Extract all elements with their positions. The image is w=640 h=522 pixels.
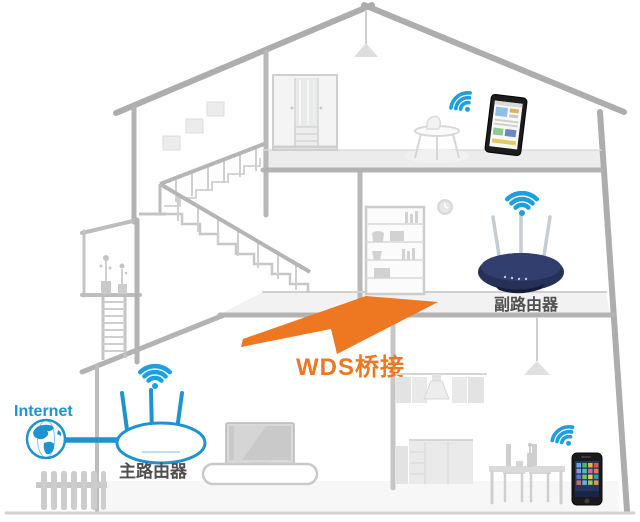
kitchen-cabinets — [395, 373, 487, 484]
balcony-roof — [80, 218, 139, 235]
ladder — [101, 297, 127, 360]
stair-balusters — [175, 147, 297, 290]
pendant-lamp-kitchen-icon — [524, 317, 550, 375]
balcony-plants — [99, 255, 128, 294]
ground-floor-surface — [97, 481, 620, 511]
main-router — [115, 388, 207, 465]
lightning-bolt-icon — [241, 296, 438, 354]
picture-frame — [206, 101, 225, 117]
picture-frames — [162, 101, 225, 151]
range-hood-icon — [423, 380, 450, 400]
roof-left-slope — [113, 2, 375, 116]
smartphone — [571, 452, 603, 506]
internet-globe-icon — [25, 418, 67, 460]
wall-clock-icon — [437, 199, 453, 215]
wardrobe — [272, 74, 338, 151]
bookshelf — [364, 205, 426, 296]
secondary-router-antennas — [491, 211, 552, 264]
fence — [36, 471, 107, 510]
wds-bridge-label: WDS桥接 — [296, 354, 405, 381]
lower-flight-steps — [164, 212, 310, 292]
tv-screen — [229, 426, 291, 460]
smartphone-wifi-icon — [550, 425, 575, 446]
upper-handrail — [159, 142, 265, 186]
secondary-router — [478, 211, 564, 294]
home-button — [584, 498, 590, 504]
picture-frame — [185, 118, 204, 134]
dining-table-top — [489, 466, 565, 472]
floor-tints — [97, 150, 620, 511]
picture-frame — [162, 135, 181, 151]
wardrobe-drawers — [294, 126, 319, 148]
dining-set — [489, 443, 565, 505]
table-cup — [516, 461, 523, 467]
right-wall — [597, 109, 630, 514]
tv-cabinet — [201, 462, 319, 486]
internet-label: Internet — [14, 403, 73, 420]
main-router-wifi-icon — [137, 363, 173, 389]
tablet-wifi-icon — [449, 91, 472, 112]
side-table-legs — [414, 133, 460, 160]
teapot — [426, 115, 441, 130]
tablet — [484, 93, 528, 157]
wardrobe-mirror — [295, 78, 318, 127]
shelf-items — [372, 211, 418, 278]
lower-handrail — [158, 182, 312, 274]
pendant-lamp-attic-icon — [354, 10, 378, 57]
lower-left-roof-slope — [79, 312, 227, 375]
tv — [225, 422, 295, 466]
staircase — [139, 142, 312, 292]
router-base-shadow — [495, 284, 545, 294]
roof-right-slope — [361, 2, 627, 115]
secondary-router-label: 副路由器 — [494, 295, 559, 314]
main-router-label: 主路由器 — [119, 461, 188, 481]
table-bottle — [527, 453, 533, 467]
side-table — [405, 115, 469, 163]
app-grid — [576, 463, 599, 485]
router-status-lights — [503, 275, 528, 281]
secondary-router-wifi-icon — [504, 190, 540, 216]
